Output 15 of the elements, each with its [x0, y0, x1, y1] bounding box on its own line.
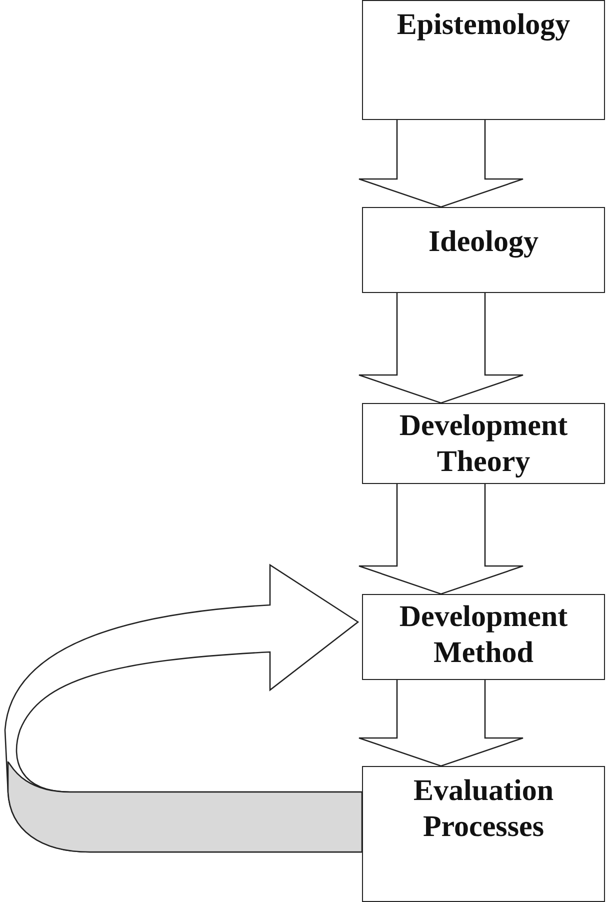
block-arrow	[358, 679, 524, 767]
box-label: Development Method	[398, 599, 569, 671]
box-label: Evaluation Processes	[412, 773, 555, 845]
block-arrow	[358, 292, 524, 404]
process-box	[362, 207, 605, 293]
block-arrow	[358, 119, 524, 208]
block-arrow	[358, 483, 524, 595]
process-box	[362, 403, 605, 484]
box-label: Development Theory	[398, 408, 569, 480]
curved-arrow	[4, 564, 363, 853]
process-box	[362, 594, 605, 680]
process-box	[362, 0, 605, 120]
process-box	[362, 766, 605, 902]
box-label: Epistemology	[396, 7, 570, 43]
box-label: Ideology	[428, 224, 538, 260]
